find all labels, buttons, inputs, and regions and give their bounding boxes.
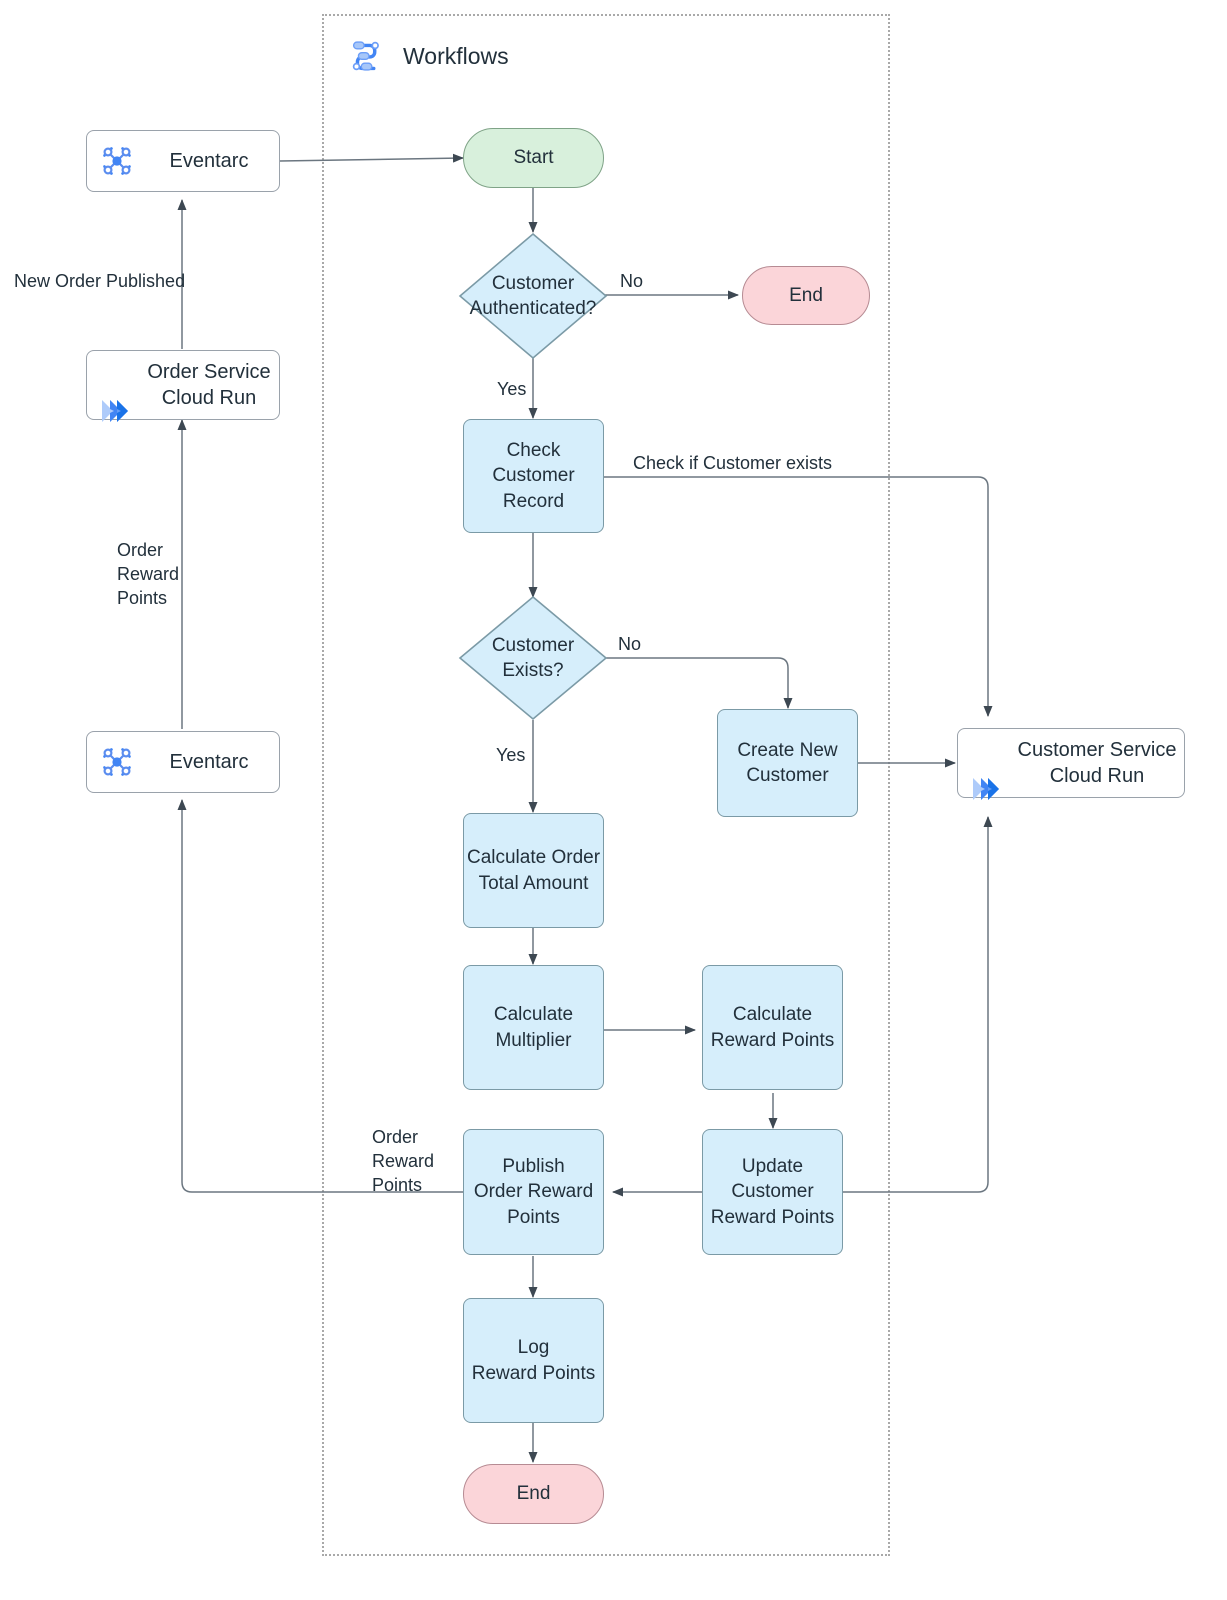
node-customer-exists-label: Customer Exists? xyxy=(491,634,575,681)
node-customer-authenticated-label: Customer Authenticated? xyxy=(469,272,597,319)
workflows-container-title: Workflows xyxy=(345,33,509,79)
node-start-label: Start xyxy=(513,147,554,169)
node-customer-exists[interactable]: Customer Exists? xyxy=(458,595,608,721)
decision-diamond-shape xyxy=(458,232,608,360)
edge-label-order-reward-points-left: Order Reward Points xyxy=(117,540,180,608)
workflows-container xyxy=(322,14,890,1556)
node-calculate-reward-points-label: Calculate Reward Points xyxy=(710,1004,835,1051)
node-calculate-order-total[interactable]: Calculate Order Total Amount xyxy=(463,813,604,928)
node-check-customer-record[interactable]: Check Customer Record xyxy=(463,419,604,533)
edge-label-check-if-customer-exists: Check if Customer exists xyxy=(633,453,833,473)
node-start[interactable]: Start xyxy=(463,128,604,188)
node-log-reward-points[interactable]: Log Reward Points xyxy=(463,1298,604,1423)
workflows-title-label: Workflows xyxy=(403,42,509,69)
workflows-icon xyxy=(345,33,391,79)
node-calculate-multiplier[interactable]: Calculate Multiplier xyxy=(463,965,604,1090)
node-eventarc-bottom-label: Eventarc xyxy=(169,750,249,773)
edge-label-order-reward-points-publish: Order Reward Points xyxy=(372,1127,435,1195)
edge-label-exists-yes: Yes xyxy=(496,745,526,765)
node-order-service-label: Order Service Cloud Run xyxy=(147,360,271,409)
eventarc-icon xyxy=(97,141,137,181)
edge-label-new-order-published: New Order Published xyxy=(14,271,186,291)
edge-label-auth-yes: Yes xyxy=(497,379,527,399)
eventarc-icon xyxy=(97,742,137,782)
node-eventarc-top[interactable]: Eventarc xyxy=(86,130,280,192)
decision-diamond-shape xyxy=(458,595,608,721)
node-update-customer-reward-points[interactable]: Update Customer Reward Points xyxy=(702,1129,843,1255)
node-check-customer-record-label: Check Customer Record xyxy=(492,440,575,512)
edge-label-exists-no: No xyxy=(618,634,642,654)
node-calculate-reward-points[interactable]: Calculate Reward Points xyxy=(702,965,843,1090)
node-publish-order-reward-points-label: Publish Order Reward Points xyxy=(473,1156,594,1228)
node-create-new-customer[interactable]: Create New Customer xyxy=(717,709,858,817)
cloud-run-icon xyxy=(97,365,137,423)
edge-label-auth-no: No xyxy=(620,271,644,291)
node-customer-service-label: Customer Service Cloud Run xyxy=(1017,738,1177,787)
node-customer-authenticated[interactable]: Customer Authenticated? xyxy=(458,232,608,360)
node-calculate-multiplier-label: Calculate Multiplier xyxy=(493,1004,574,1051)
node-end-auth-fail[interactable]: End xyxy=(742,266,870,325)
node-end-final-label: End xyxy=(516,1483,551,1505)
node-end-auth-fail-label: End xyxy=(789,284,823,306)
node-create-new-customer-label: Create New Customer xyxy=(737,739,838,786)
node-update-customer-reward-points-label: Update Customer Reward Points xyxy=(710,1156,835,1228)
node-customer-service-cloud-run[interactable]: Customer Service Cloud Run xyxy=(957,728,1185,801)
node-publish-order-reward-points[interactable]: Publish Order Reward Points xyxy=(463,1129,604,1255)
node-eventarc-bottom[interactable]: Eventarc xyxy=(86,731,280,793)
cloud-run-icon xyxy=(968,743,1008,801)
node-order-service-cloud-run[interactable]: Order Service Cloud Run xyxy=(86,350,280,423)
node-end-final[interactable]: End xyxy=(463,1464,604,1524)
node-log-reward-points-label: Log Reward Points xyxy=(471,1337,596,1384)
node-eventarc-top-label: Eventarc xyxy=(169,149,249,172)
node-calculate-order-total-label: Calculate Order Total Amount xyxy=(466,847,601,894)
